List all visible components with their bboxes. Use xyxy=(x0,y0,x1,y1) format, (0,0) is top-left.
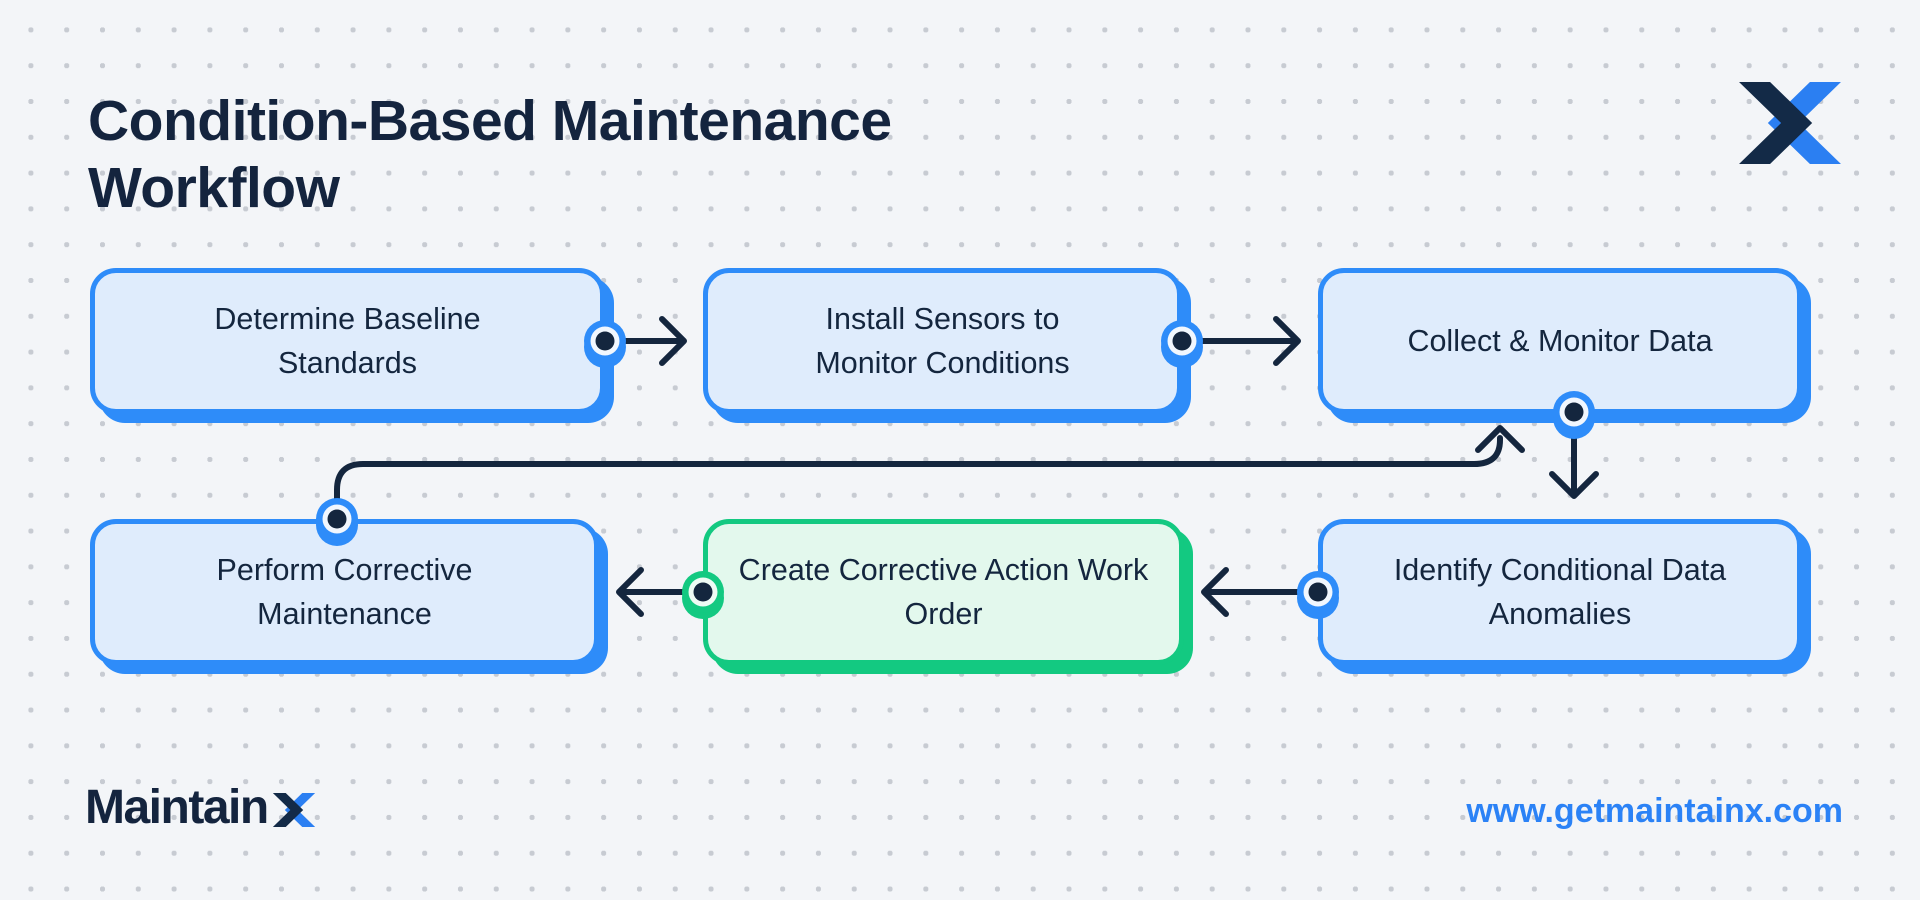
step-determine-baseline-standards: Determine Baseline Standards xyxy=(90,268,605,414)
step-label: Perform Corrective Maintenance xyxy=(216,553,473,631)
maintainx-x-logo-icon xyxy=(1739,82,1841,164)
step-label: Identify Conditional Data Anomalies xyxy=(1393,553,1727,631)
wordmark-text: Maintain xyxy=(85,781,269,834)
arrow-step6-loop-to-step3 xyxy=(334,425,1525,522)
wordmark-x-icon xyxy=(272,793,315,827)
step-collect-and-monitor-data: Collect & Monitor Data xyxy=(1318,268,1802,414)
step-perform-corrective-maintenance: Perform Corrective Maintenance xyxy=(90,519,599,665)
page-title: Condition-Based Maintenance Workflow xyxy=(88,89,892,221)
arrow-step2-to-step3 xyxy=(1179,316,1301,366)
website-link[interactable]: www.getmaintainx.com xyxy=(1466,792,1843,830)
step-create-corrective-action-work-order: Create Corrective Action Work Order xyxy=(703,519,1184,665)
arrow-step5-to-step6 xyxy=(616,567,706,617)
step-identify-conditional-data-anomalies: Identify Conditional Data Anomalies xyxy=(1318,519,1802,665)
arrow-step4-to-step5 xyxy=(1201,567,1321,617)
step-label: Create Corrective Action Work Order xyxy=(738,553,1149,631)
arrow-step3-to-step4 xyxy=(1549,409,1599,499)
step-label: Determine Baseline Standards xyxy=(214,302,481,380)
step-label: Collect & Monitor Data xyxy=(1407,324,1713,358)
step-install-sensors-to-monitor-conditions: Install Sensors to Monitor Conditions xyxy=(703,268,1182,414)
maintainx-wordmark: Maintain xyxy=(85,784,317,832)
arrow-step1-to-step2 xyxy=(602,316,687,366)
step-label: Install Sensors to Monitor Conditions xyxy=(815,302,1070,380)
